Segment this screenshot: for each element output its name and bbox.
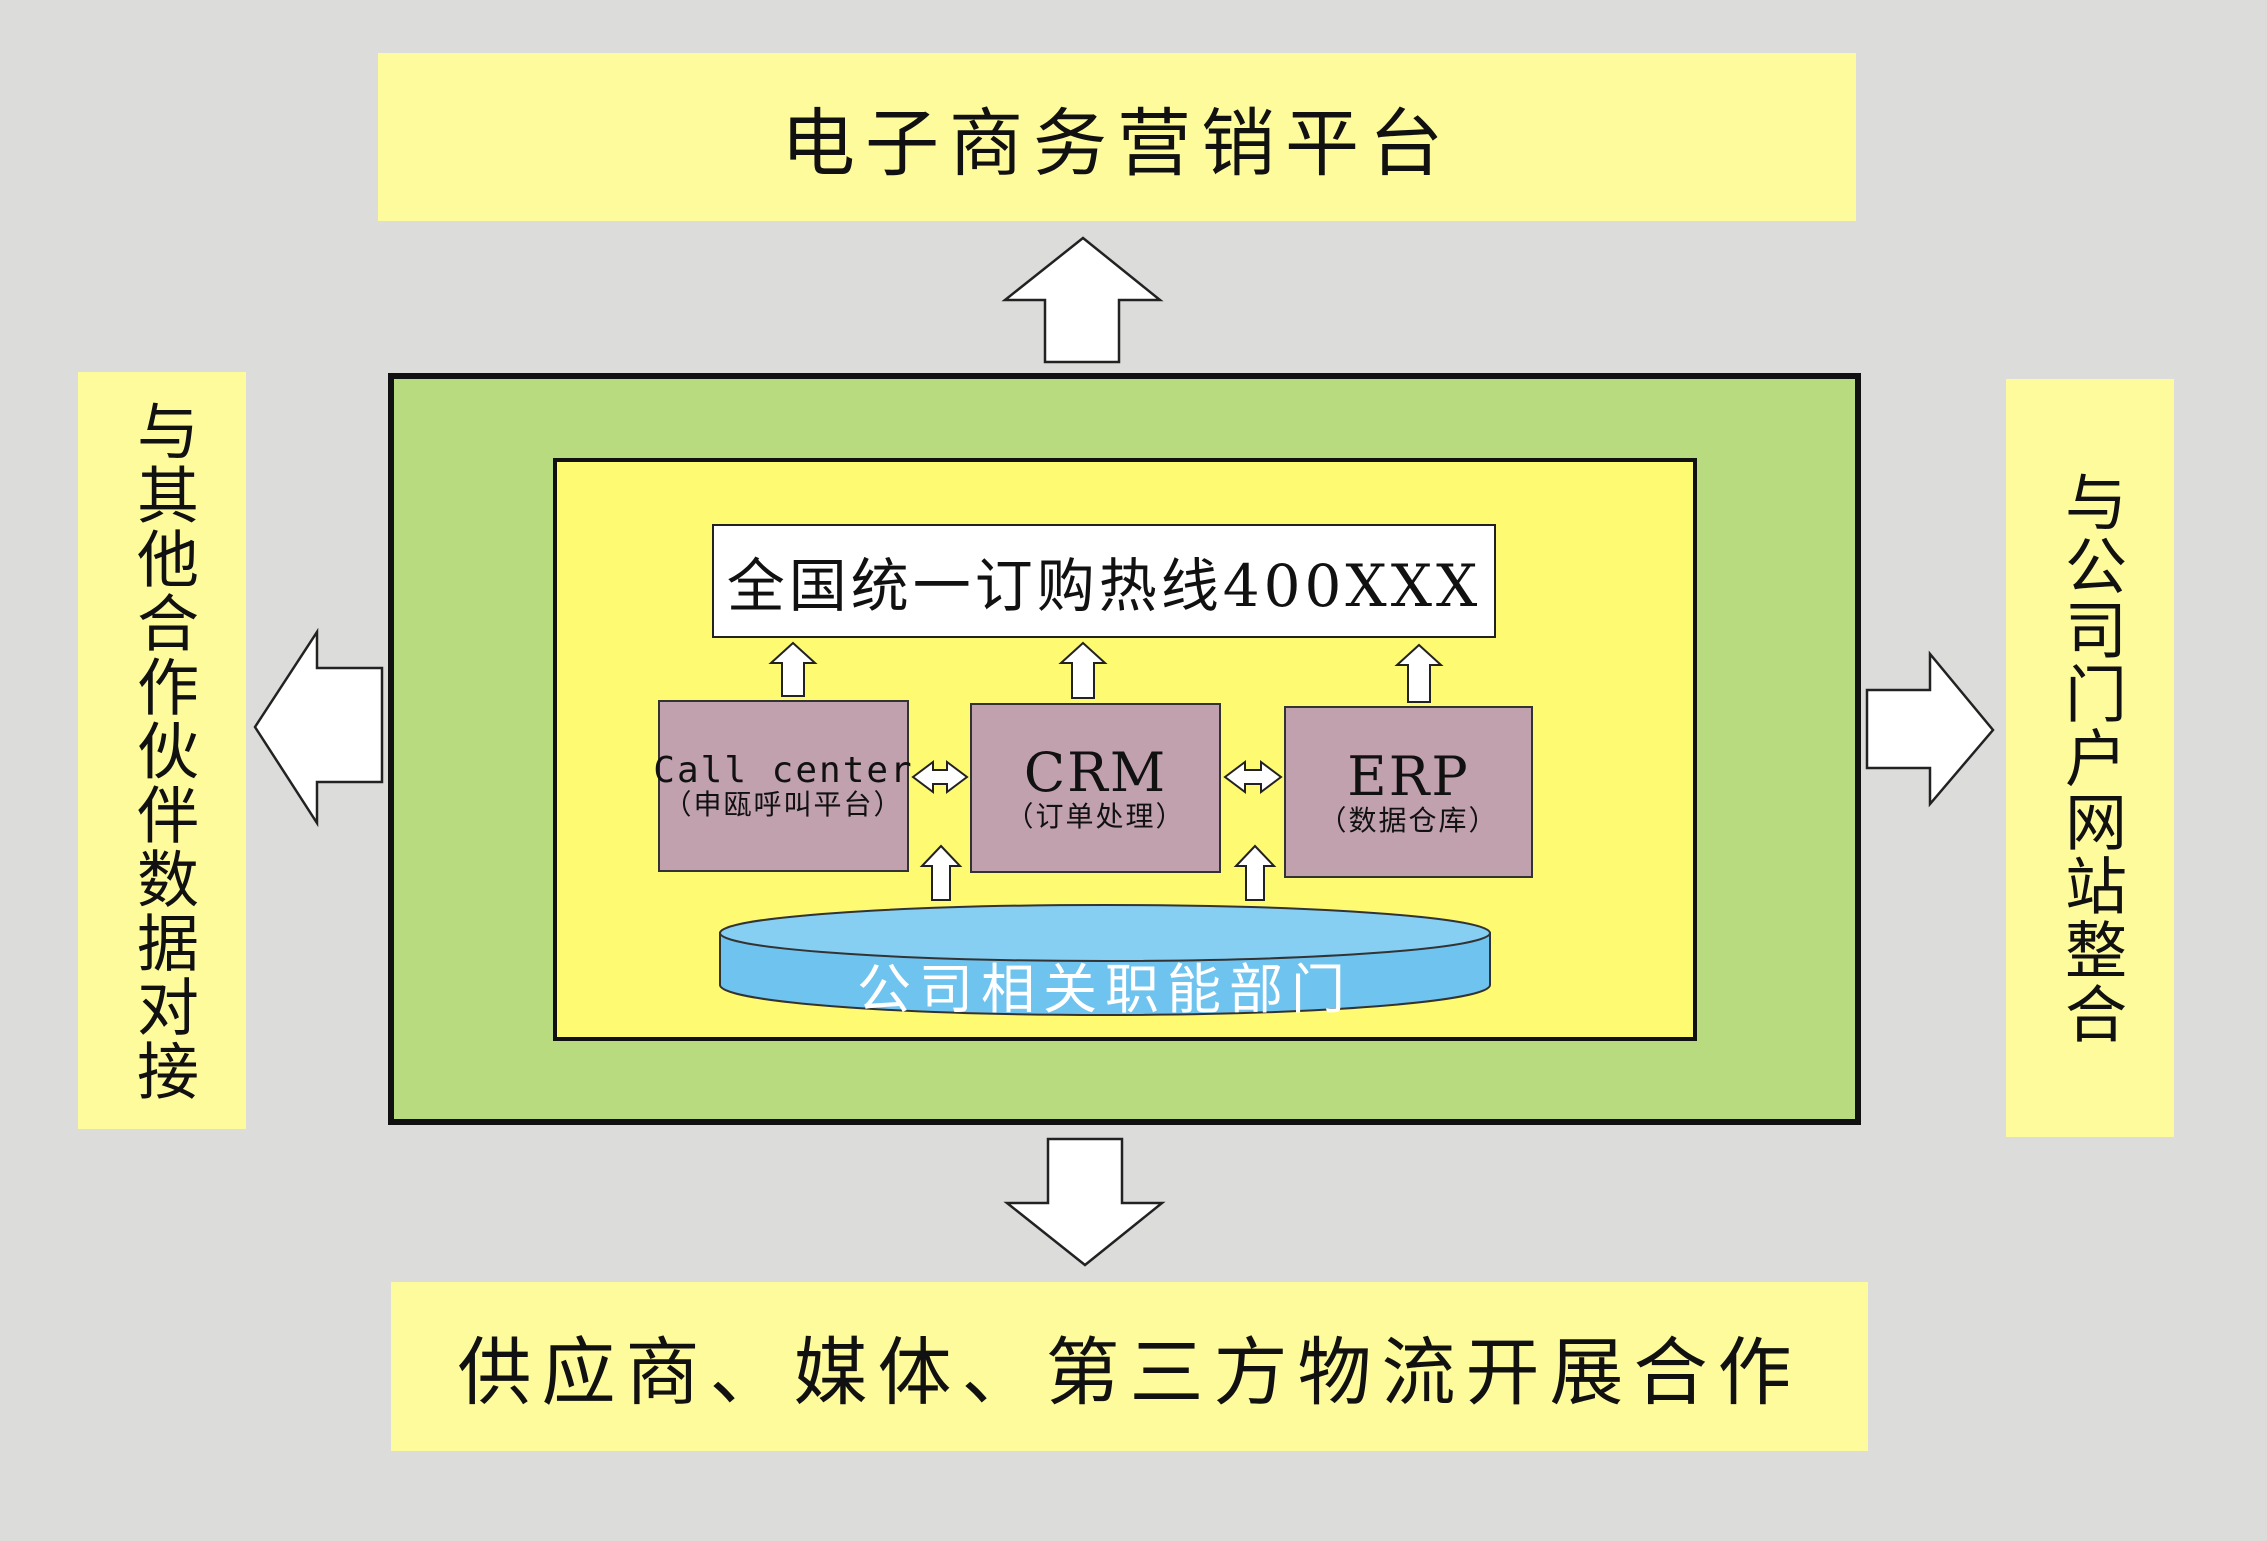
crm-box: CRM （订单处理） bbox=[970, 703, 1221, 873]
partners-label: 供应商、媒体、第三方物流开展合作 bbox=[457, 1330, 1802, 1416]
hotline-box: 全国统一订购热线400XXX bbox=[712, 524, 1496, 638]
arrow-down-icon bbox=[1003, 1137, 1166, 1267]
arrow-right-icon bbox=[1865, 650, 1995, 808]
arrow-up-icon bbox=[1058, 641, 1108, 699]
erp-box: ERP （数据仓库） bbox=[1284, 706, 1533, 878]
erp-subtitle: （数据仓库） bbox=[1318, 804, 1499, 838]
arrow-up-icon bbox=[768, 641, 818, 697]
partner-data-label: 与其他合作伙伴数据对接 bbox=[126, 398, 199, 1103]
ecommerce-platform-box: 电子商务营销平台 bbox=[378, 53, 1856, 221]
double-arrow-icon bbox=[1223, 760, 1283, 794]
arrow-up-icon bbox=[1394, 643, 1444, 703]
ecommerce-platform-label: 电子商务营销平台 bbox=[781, 100, 1453, 187]
callcenter-title: Call center bbox=[653, 749, 914, 791]
partner-data-box: 与其他合作伙伴数据对接 bbox=[78, 372, 246, 1129]
departments-cylinder bbox=[719, 904, 1491, 1016]
arrow-up-icon bbox=[1001, 236, 1164, 364]
partners-box: 供应商、媒体、第三方物流开展合作 bbox=[391, 1282, 1868, 1451]
callcenter-subtitle: （申瓯呼叫平台） bbox=[663, 788, 904, 822]
crm-subtitle: （订单处理） bbox=[1005, 800, 1186, 834]
callcenter-box: Call center （申瓯呼叫平台） bbox=[653, 700, 912, 872]
arrow-up-icon bbox=[1233, 844, 1277, 901]
portal-integration-box: 与公司门户网站整合 bbox=[2006, 379, 2174, 1137]
hotline-label: 全国统一订购热线400XXX bbox=[726, 552, 1482, 620]
erp-title: ERP bbox=[1347, 744, 1470, 808]
arrow-left-icon bbox=[253, 627, 384, 828]
crm-title: CRM bbox=[1023, 740, 1168, 804]
portal-integration-label: 与公司门户网站整合 bbox=[2054, 470, 2127, 1046]
double-arrow-icon bbox=[911, 760, 969, 794]
departments-label: 公司相关职能部门 bbox=[857, 957, 1353, 1021]
arrow-up-icon bbox=[919, 844, 963, 901]
